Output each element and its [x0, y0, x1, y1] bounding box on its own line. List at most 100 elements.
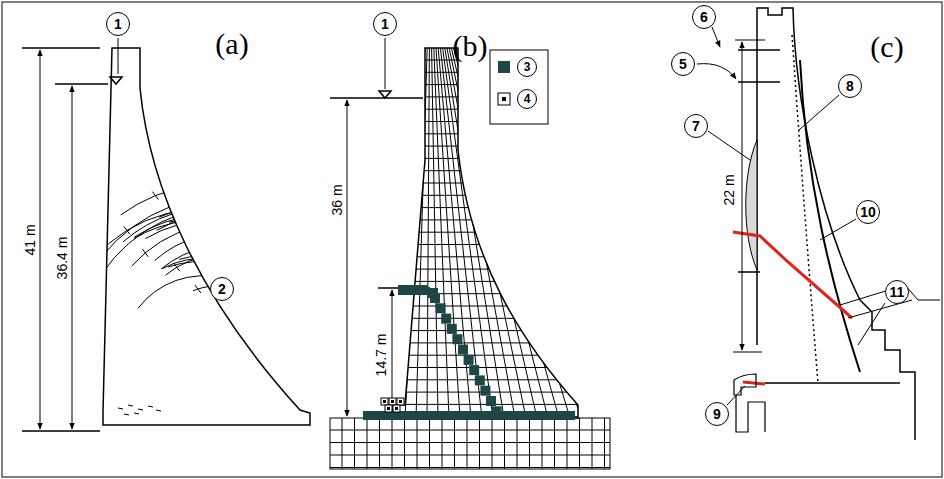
legend-swatch	[498, 93, 510, 105]
contact-element	[389, 398, 396, 405]
foundation-block	[330, 418, 610, 469]
legend-box	[490, 50, 548, 124]
mesh-line	[390, 342, 590, 343]
mesh-line	[390, 367, 590, 368]
panel-label: (c)	[870, 32, 903, 62]
dimension-tick	[733, 352, 762, 353]
panel-label: (a)	[215, 29, 248, 59]
mesh-line	[330, 455, 610, 456]
dam-outline	[757, 8, 915, 440]
mesh-line	[417, 418, 418, 469]
crack-line	[159, 205, 295, 234]
joint-element	[452, 334, 462, 344]
contact-element	[393, 405, 400, 412]
crack-line	[183, 204, 344, 269]
mesh-line	[460, 48, 581, 418]
crack-pattern	[71, 184, 346, 308]
crack-line	[180, 222, 306, 250]
crack-line	[123, 207, 257, 242]
leader-line	[799, 95, 839, 130]
crack-tick	[152, 192, 158, 200]
crack-line	[210, 202, 313, 246]
leader-line	[708, 131, 750, 160]
crack-dash	[134, 413, 139, 414]
mesh-line	[390, 306, 590, 307]
mesh-line	[367, 418, 368, 469]
red-crack	[743, 382, 765, 384]
crack-dash	[118, 408, 123, 409]
mesh-line	[390, 256, 590, 257]
crack-line	[102, 207, 276, 273]
panel-a	[22, 38, 346, 431]
crack-tick	[266, 234, 272, 242]
callout-number: 7	[684, 114, 708, 138]
mesh-line	[427, 48, 429, 418]
crack-tick	[142, 249, 148, 257]
crack-line	[138, 276, 245, 308]
base-line	[765, 382, 900, 384]
crack-tick	[273, 243, 279, 251]
mesh-line	[604, 418, 605, 469]
mesh-line	[517, 418, 518, 469]
mesh-line	[432, 48, 438, 418]
dimension-tick	[735, 40, 765, 41]
joint-element	[475, 375, 485, 385]
crack-line	[168, 262, 278, 302]
mesh-line	[390, 133, 590, 134]
callout-number: 10	[856, 200, 880, 224]
mesh-line	[442, 418, 443, 469]
crack-dash	[156, 410, 161, 411]
panel-c	[697, 8, 940, 440]
water-level	[330, 97, 423, 99]
dimension-label: 14.7 m	[374, 332, 388, 379]
callout-number: 6	[692, 5, 716, 29]
crack-line	[260, 208, 346, 279]
level-line	[738, 81, 780, 83]
mesh-line	[330, 467, 610, 468]
mesh-line	[542, 418, 543, 469]
callout-number: 1	[373, 12, 397, 36]
leader-line	[385, 38, 386, 89]
callout-number: 8	[838, 74, 862, 98]
base-level	[22, 430, 100, 432]
crack-tick	[187, 198, 193, 206]
dimension-line	[347, 100, 348, 416]
crack-line	[172, 200, 261, 209]
crack-line	[198, 261, 270, 305]
crack-tick	[240, 206, 246, 214]
mesh-line	[390, 232, 590, 233]
legend-swatch	[498, 61, 510, 73]
callout-number: 1	[106, 12, 130, 36]
crack-line	[134, 220, 267, 239]
joint-element	[408, 285, 418, 295]
mesh-line	[454, 48, 548, 418]
crack-tick	[230, 218, 236, 226]
mesh-line	[416, 48, 427, 418]
crack-tick	[226, 202, 232, 210]
joint-element	[447, 324, 457, 334]
callout-number: 11	[885, 280, 909, 304]
callout-number: 2	[210, 277, 234, 301]
panel-b	[330, 38, 610, 469]
crack-tick	[242, 283, 248, 291]
mesh-line	[390, 183, 590, 184]
mesh-line	[456, 48, 559, 418]
leader-line	[118, 38, 119, 74]
crack-line	[234, 197, 319, 244]
mesh-line	[554, 418, 555, 469]
crack-tick	[244, 261, 250, 269]
dimension-label: 41 m	[23, 222, 37, 257]
crack-line	[213, 228, 298, 267]
callout-number: 5	[671, 52, 695, 76]
mesh-line	[429, 418, 430, 469]
dam-mesh	[390, 48, 590, 418]
crack-tick	[174, 263, 180, 271]
crack-line	[157, 213, 328, 265]
dimension-line	[72, 86, 73, 429]
joint-element	[469, 365, 479, 375]
contact-element	[385, 405, 392, 412]
crack-tick	[273, 215, 279, 223]
